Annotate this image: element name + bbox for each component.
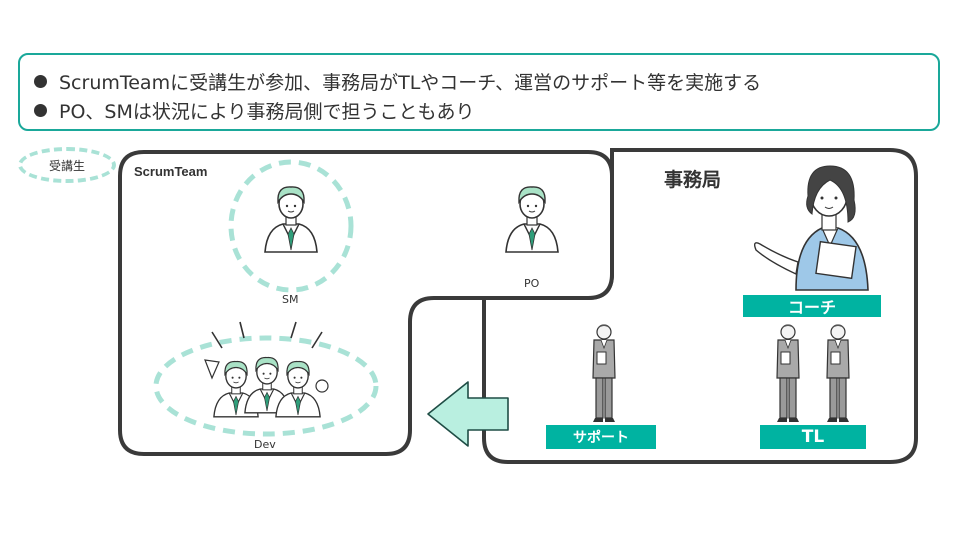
bullet-item: ScrumTeamに受講生が参加、事務局がTLやコーチ、運営のサポート等を実施す… bbox=[34, 68, 761, 95]
coach-person-icon bbox=[753, 165, 869, 291]
tl-label: TL bbox=[760, 425, 866, 449]
legend-student: 受講生 bbox=[18, 147, 116, 183]
dev-student-circle bbox=[153, 335, 379, 437]
bullet-dot-icon bbox=[34, 75, 47, 88]
bullet-item: PO、SMは状況により事務局側で担うこともあり bbox=[34, 97, 475, 124]
support-label: サポート bbox=[546, 425, 656, 449]
bullet-text: ScrumTeamに受講生が参加、事務局がTLやコーチ、運営のサポート等を実施す… bbox=[59, 72, 762, 94]
sm-student-circle bbox=[228, 159, 354, 293]
scrum-team-title: ScrumTeam bbox=[134, 164, 207, 179]
dev-label: Dev bbox=[254, 438, 276, 451]
bullet-dot-icon bbox=[34, 104, 47, 117]
sm-label: SM bbox=[282, 293, 299, 306]
bullet-text: PO、SMは状況により事務局側で担うこともあり bbox=[59, 101, 475, 123]
po-label: PO bbox=[524, 277, 540, 290]
legend-label: 受講生 bbox=[48, 158, 85, 173]
arrow-left-icon bbox=[427, 381, 509, 447]
dev-people-icon bbox=[204, 321, 329, 418]
info-box: ScrumTeamに受講生が参加、事務局がTLやコーチ、運営のサポート等を実施す… bbox=[18, 53, 940, 131]
office-title: 事務局 bbox=[664, 168, 721, 191]
coach-label: コーチ bbox=[743, 295, 881, 317]
